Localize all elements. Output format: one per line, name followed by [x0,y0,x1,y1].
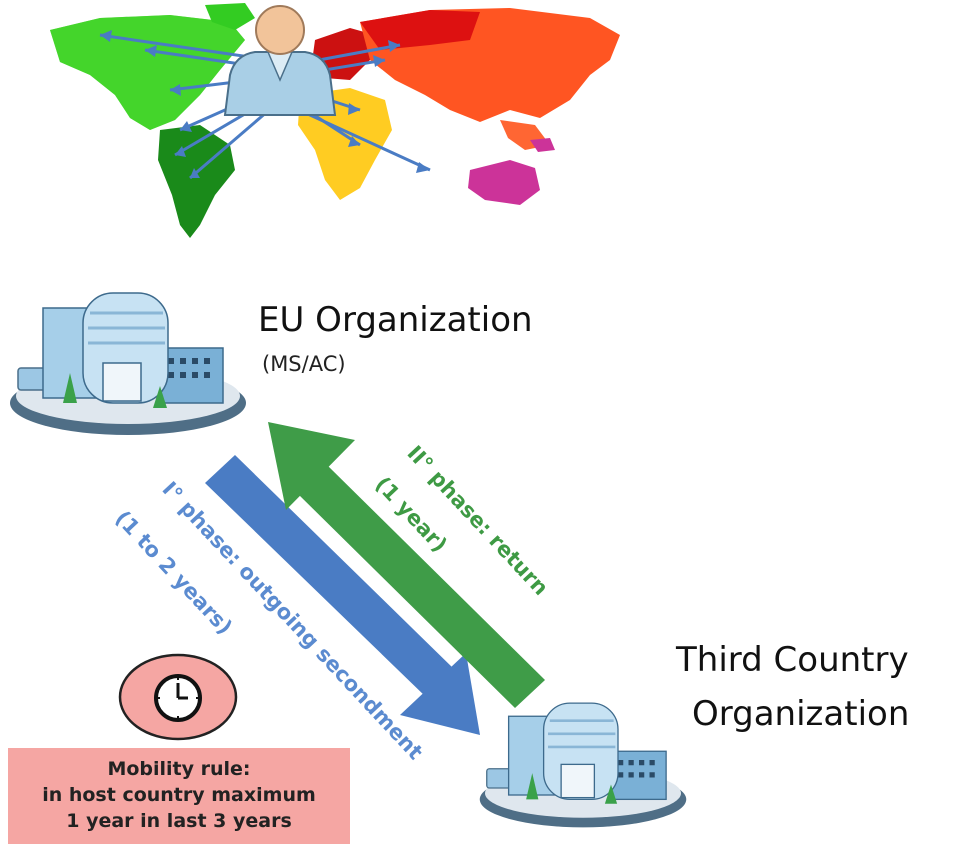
third-country-title-line1: Third Country [676,640,909,680]
mobility-rule-line3: 1 year in last 3 years [66,810,292,832]
world-map-icon [50,3,620,238]
eu-organization-subtitle: (MS/AC) [262,352,346,376]
mobility-rule-title: Mobility rule: [107,758,251,780]
third-country-title-line2: Organization [692,694,910,734]
outgoing-arrow [205,455,480,735]
clock-icon [118,653,238,741]
australia-shape [468,160,540,205]
return-arrow [268,422,545,708]
eu-organization-title: EU Organization [258,300,533,340]
building-icon [479,702,687,828]
mobility-rule-line2: in host country maximum [42,784,316,806]
building-icon [10,292,246,435]
mobility-rule-box: Mobility rule: in host country maximum 1… [8,748,350,844]
person-icon [223,5,337,116]
